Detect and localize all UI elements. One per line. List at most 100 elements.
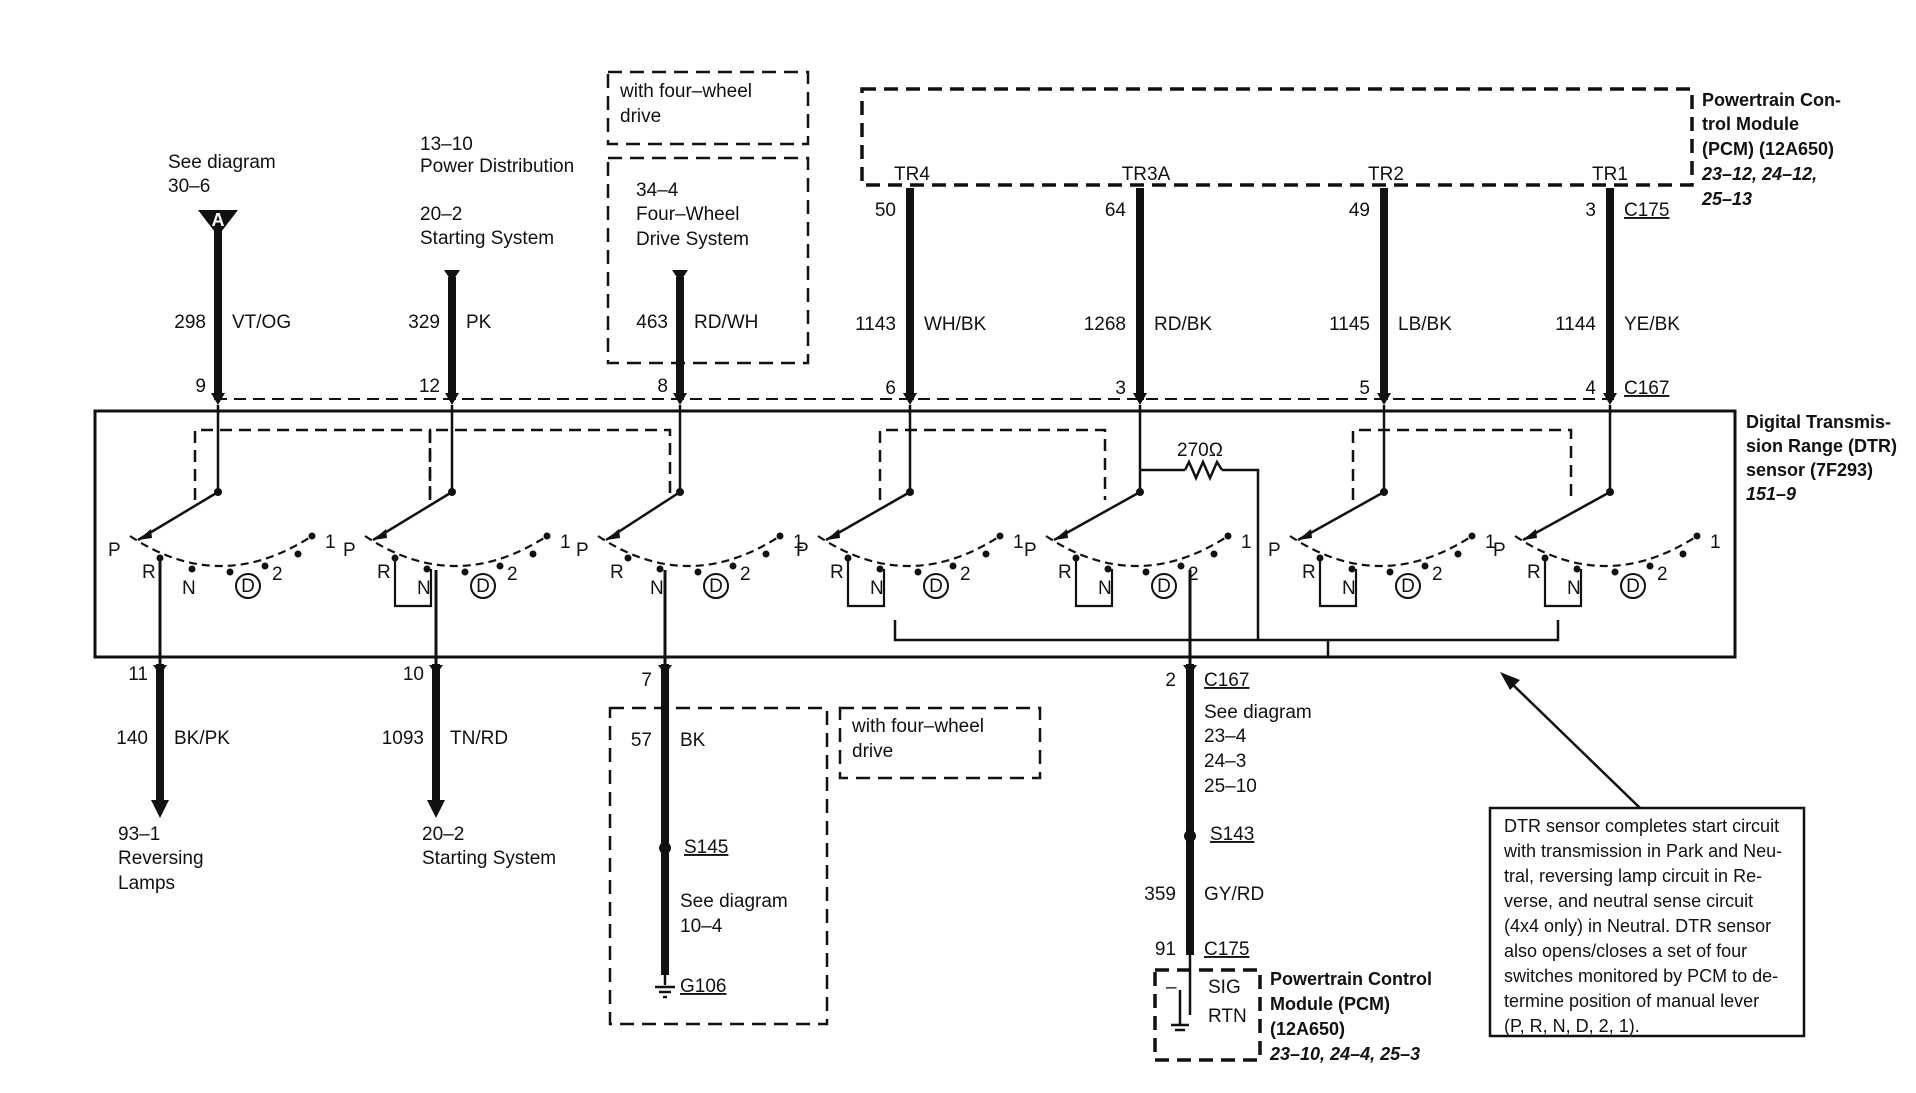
- power-num: 13–10: [420, 134, 473, 155]
- switch-contact: [1646, 562, 1654, 570]
- label-p: P: [576, 540, 589, 561]
- pcm-pin-3: 3: [1585, 200, 1596, 221]
- splice-s143-dot: [1184, 830, 1196, 842]
- switch-blade-arrow: [826, 529, 840, 540]
- rn-link: [846, 558, 886, 608]
- resistor-lead-right: [1222, 468, 1260, 638]
- circuit-1093: 1093: [382, 728, 424, 749]
- pin-marker: [153, 665, 167, 675]
- pin-marker: [1183, 665, 1197, 675]
- switch-contact: [1177, 562, 1185, 570]
- switch-contact: [1573, 565, 1581, 573]
- color-140: BK/PK: [174, 728, 230, 749]
- switch-contact: [694, 568, 702, 576]
- reversing-label-1: Reversing: [118, 848, 204, 869]
- rn-link: [393, 558, 433, 608]
- color-1093: TN/RD: [450, 728, 508, 749]
- color-1145: LB/BK: [1398, 314, 1452, 335]
- circuit-1268: 1268: [1084, 314, 1126, 335]
- switch-blade-arrow: [373, 529, 387, 540]
- switch-contact: [982, 550, 990, 558]
- label-d: D: [1626, 576, 1640, 597]
- label-r: R: [1302, 562, 1316, 583]
- c175-top-label: C175: [1624, 200, 1669, 221]
- dashed-boxes: [606, 70, 1694, 1062]
- label-1: 1: [1710, 532, 1721, 553]
- see-diagram-10-4: See diagram: [680, 891, 788, 912]
- note-line: DTR sensor completes start circuit: [1504, 816, 1779, 836]
- ground-g106-label: G106: [680, 976, 726, 997]
- switch-contact: [1386, 568, 1394, 576]
- ground-g106-icon: [655, 975, 675, 999]
- switch-contact: [624, 554, 632, 562]
- pin-2: 2: [1165, 670, 1176, 691]
- switch-contact: [461, 568, 469, 576]
- label-1: 1: [560, 532, 571, 553]
- ref-23-4: 23–4: [1204, 726, 1247, 747]
- switch-blade: [1297, 490, 1385, 542]
- fwd-box-top: [606, 70, 810, 146]
- label-n: N: [1567, 578, 1581, 599]
- switch-contact: [914, 568, 922, 576]
- fwd-box-top-2: [606, 156, 810, 365]
- switch-contact: [1454, 550, 1462, 558]
- label-p: P: [108, 540, 121, 561]
- circuit-1144: 1144: [1555, 314, 1596, 335]
- label-2: 2: [1188, 564, 1199, 585]
- pin-9: 9: [195, 376, 206, 397]
- switch-contact: [1224, 532, 1232, 540]
- starting-label-bottom: Starting System: [422, 848, 556, 869]
- pcm-pin-tr1: TR1: [1592, 164, 1628, 185]
- resistor-270: [1140, 458, 1260, 638]
- label-r: R: [1058, 562, 1072, 583]
- pcm-bottom-ref: 23–10, 24–4, 25–3: [1269, 1044, 1420, 1064]
- pin-7: 7: [641, 670, 652, 691]
- circuit-359: 359: [1144, 884, 1176, 905]
- switch-contact: [226, 568, 234, 576]
- switch-contact: [949, 562, 957, 570]
- see-diagram-10-4-num: 10–4: [680, 916, 723, 937]
- d-circle-icon: [1620, 573, 1646, 599]
- label-2: 2: [1432, 564, 1443, 585]
- fwd-num: 34–4: [636, 180, 679, 201]
- internal-bus: [893, 620, 1560, 658]
- note-box: [1488, 806, 1806, 1038]
- switch-dashed-box: [878, 428, 1107, 500]
- label-d: D: [1401, 576, 1415, 597]
- switch-arc: [1045, 535, 1229, 567]
- pin-marker: [211, 393, 225, 405]
- color-298: VT/OG: [232, 312, 291, 333]
- circuit-1143: 1143: [855, 314, 896, 335]
- switch-contact: [656, 565, 664, 573]
- pcm-top-ref1: 23–12, 24–12,: [1701, 164, 1817, 184]
- pcm-pin-91: 91: [1155, 939, 1176, 960]
- arrow-reversing: [151, 800, 169, 818]
- color-463: RD/WH: [694, 312, 758, 333]
- pcm-bottom-line2: Module (PCM): [1270, 994, 1390, 1014]
- d-circle-icon: [1395, 573, 1421, 599]
- switch-blade-arrow: [138, 529, 152, 540]
- label-p: P: [343, 540, 356, 561]
- starting-num-top: 20–2: [420, 204, 462, 225]
- switch-blade-arrow: [1298, 529, 1312, 540]
- label-1: 1: [793, 532, 804, 553]
- label-d: D: [476, 576, 490, 597]
- label-d: D: [709, 576, 723, 597]
- switch-contact: [308, 532, 316, 540]
- switch-contact: [1421, 562, 1429, 570]
- splice-s143: S143: [1210, 824, 1254, 845]
- dtr-line2: sion Range (DTR): [1746, 436, 1897, 456]
- switch-contact: [1142, 568, 1150, 576]
- d-circle-icon: [923, 573, 949, 599]
- color-329: PK: [466, 312, 492, 333]
- fwd-box-bottom-label: [838, 706, 1042, 780]
- see-diagram-mid: See diagram: [1204, 702, 1312, 723]
- bus-line: [893, 620, 1560, 642]
- dtr-line1: Digital Transmis-: [1746, 412, 1891, 432]
- switch-arc: [1514, 535, 1698, 567]
- resistor-zigzag: [1183, 458, 1224, 482]
- color-1143: WH/BK: [924, 314, 987, 335]
